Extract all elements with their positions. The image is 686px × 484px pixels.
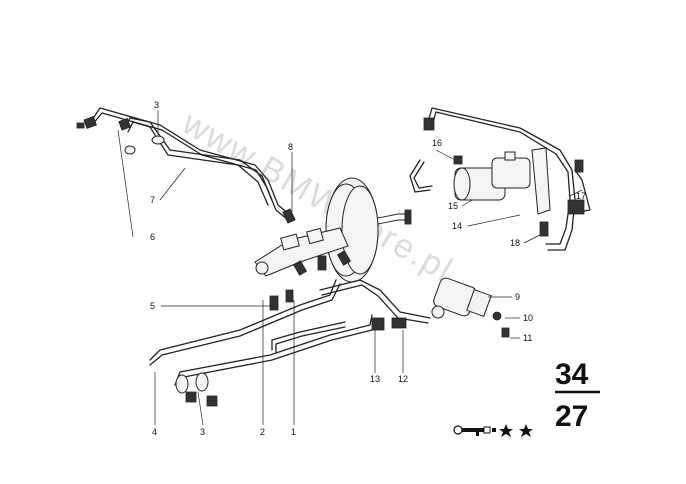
callout-7: 7 (150, 195, 155, 205)
callout-12: 12 (398, 374, 408, 384)
lower-brake-pipes (149, 279, 431, 407)
callout-6: 6 (150, 232, 155, 242)
callout-13: 13 (370, 374, 380, 384)
callout-labels: 3 7 6 8 5 4 3 2 1 13 12 9 10 11 16 15 14… (150, 100, 586, 437)
star-icon (499, 424, 513, 437)
callout-2: 2 (260, 427, 265, 437)
master-cylinder (254, 227, 352, 277)
callout-15: 15 (448, 201, 458, 211)
upper-right-assembly (409, 107, 591, 251)
callout-14: 14 (452, 221, 462, 231)
model-symbols (453, 424, 533, 437)
callout-11: 11 (523, 333, 532, 343)
leader-lines (117, 110, 583, 426)
watermark: www.BMWstore.pl (175, 104, 460, 290)
callout-10: 10 (523, 313, 533, 323)
upper-left-brake-pipes (76, 107, 296, 224)
brake-pressure-regulator (431, 277, 510, 338)
callout-16: 16 (432, 138, 442, 148)
callout-9: 9 (515, 292, 520, 302)
callout-17: 17 (576, 191, 586, 201)
callout-3-bottom: 3 (200, 427, 205, 437)
section-bottom: 27 (555, 400, 588, 433)
section-top: 34 (555, 358, 589, 391)
callout-4: 4 (152, 427, 157, 437)
callout-18: 18 (510, 238, 520, 248)
callout-3-top: 3 (154, 100, 159, 110)
callout-1: 1 (291, 427, 296, 437)
section-number: 34 27 (555, 358, 600, 433)
callout-8: 8 (288, 142, 293, 152)
callout-5: 5 (150, 301, 155, 311)
key-icon (453, 425, 496, 436)
star-icon (519, 424, 533, 437)
